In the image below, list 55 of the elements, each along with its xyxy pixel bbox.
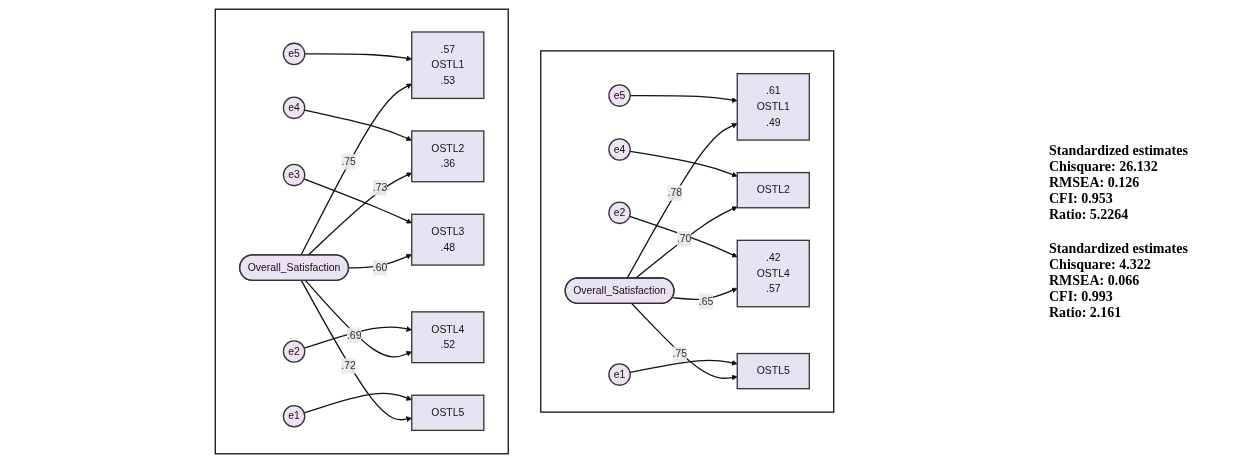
edge-label: .72: [341, 360, 356, 372]
node-box: .61 OSTL1 .49: [736, 73, 810, 141]
node-box: OSTL2: [736, 171, 810, 209]
fit-statistic: Standardized estimates: [1049, 142, 1189, 159]
arrow: [631, 303, 738, 381]
arrow: [629, 150, 738, 178]
node-circle: e5: [282, 42, 306, 66]
arrow: [671, 287, 738, 301]
arrow: [626, 123, 738, 279]
node-circle: e3: [282, 163, 306, 187]
node-box: .42 OSTL4 .57: [736, 239, 810, 308]
fit-statistic: Standardized estimates: [1049, 240, 1189, 257]
arrow: [635, 206, 738, 279]
fit-statistic: CFI: 0.953: [1049, 190, 1114, 207]
edge-label: .73: [372, 181, 388, 193]
fit-statistic: RMSEA: 0.126: [1049, 174, 1141, 191]
arrow: [303, 392, 412, 414]
node-circle: e4: [608, 138, 631, 161]
cluster: [540, 50, 835, 413]
node-circle: e1: [282, 404, 306, 428]
node-circle: e2: [282, 340, 306, 363]
node-box: .57 OSTL1 .53: [411, 31, 485, 100]
node-circle: e5: [608, 84, 631, 107]
arrow: [348, 253, 412, 269]
fit-statistic: Chisquare: 26.132: [1049, 158, 1159, 175]
fit-statistic: CFI: 0.993: [1049, 288, 1114, 305]
arrow: [304, 53, 412, 62]
edge-label: .65: [698, 295, 714, 307]
arrow: [305, 280, 412, 358]
node-circle: e4: [282, 96, 306, 120]
edge-label: .75: [672, 348, 687, 360]
edge-label: .78: [667, 187, 683, 199]
node-box: OSTL2 .36: [411, 130, 485, 183]
node-box: OSTL3 .48: [411, 213, 485, 266]
node-box: OSTL4 .52: [411, 311, 485, 364]
arrow: [629, 359, 738, 374]
fit-statistic: Ratio: 5.2264: [1049, 206, 1130, 223]
arrow: [300, 83, 412, 256]
arrow: [303, 326, 412, 349]
arrow: [307, 172, 412, 256]
edge-label: .70: [676, 233, 692, 245]
node-box: OSTL5: [736, 352, 810, 390]
node-circle: e2: [608, 201, 631, 225]
edge-label: .69: [346, 329, 362, 341]
node-circle: e1: [608, 363, 631, 386]
edge-label: .60: [372, 261, 388, 273]
cluster: [214, 8, 509, 455]
arrow: [300, 280, 412, 422]
edge-label: .75: [341, 156, 356, 168]
fit-statistic: Chisquare: 4.322: [1049, 256, 1152, 273]
node-box: OSTL5: [411, 394, 485, 431]
arrow: [303, 178, 412, 224]
fit-statistic: Ratio: 2.161: [1049, 304, 1123, 321]
fit-statistic: RMSEA: 0.066: [1049, 272, 1141, 289]
arrow: [629, 215, 738, 258]
